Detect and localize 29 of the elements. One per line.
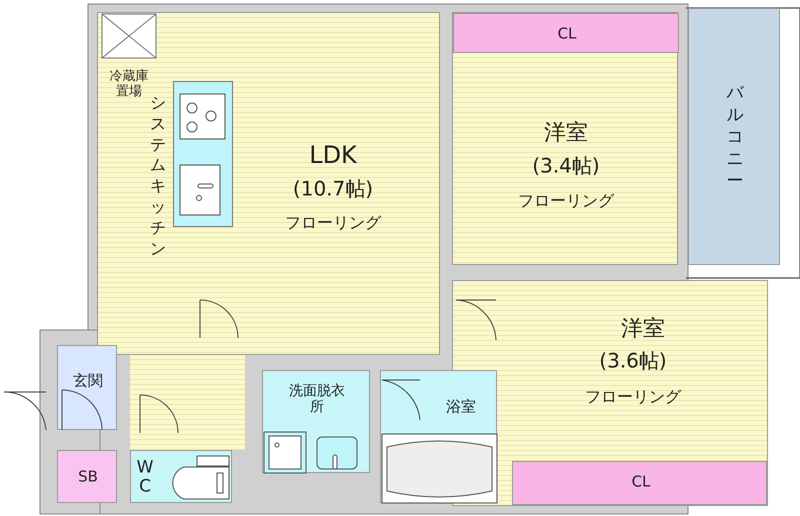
room-name: 洋室 [621, 316, 665, 342]
room-name: 冷蔵庫置場 [108, 70, 150, 100]
room-area [452, 12, 678, 265]
entrance-area [57, 345, 117, 430]
storage-area [57, 450, 117, 503]
room-name: 玄関 [73, 372, 103, 390]
room-name: CL [558, 25, 576, 43]
room-name: LDK [309, 142, 357, 170]
toilet-room [130, 450, 232, 503]
room-name: システムキッチン [149, 92, 167, 260]
room-name: 浴室 [446, 398, 476, 416]
closet-area [453, 13, 679, 53]
washroom [262, 370, 370, 473]
closet-area [512, 461, 767, 505]
room-name: WC [136, 458, 154, 496]
bathroom [380, 370, 497, 503]
room-size: (10.7帖) [292, 178, 374, 200]
room-size: (3.4帖) [532, 154, 600, 178]
balcony-area [688, 8, 780, 265]
room-name: CL [632, 473, 650, 491]
room-area [97, 12, 440, 355]
floor-type: フローリング [285, 214, 381, 232]
room-name: SB [78, 468, 98, 486]
room-name: 洗面脱衣所 [289, 382, 345, 416]
floor-type: フローリング [518, 192, 614, 210]
room-name: バルコニー [726, 82, 745, 192]
floor-type: フローリング [585, 388, 681, 406]
room-size: (3.6帖) [599, 350, 667, 372]
room-name: 洋室 [544, 120, 588, 146]
